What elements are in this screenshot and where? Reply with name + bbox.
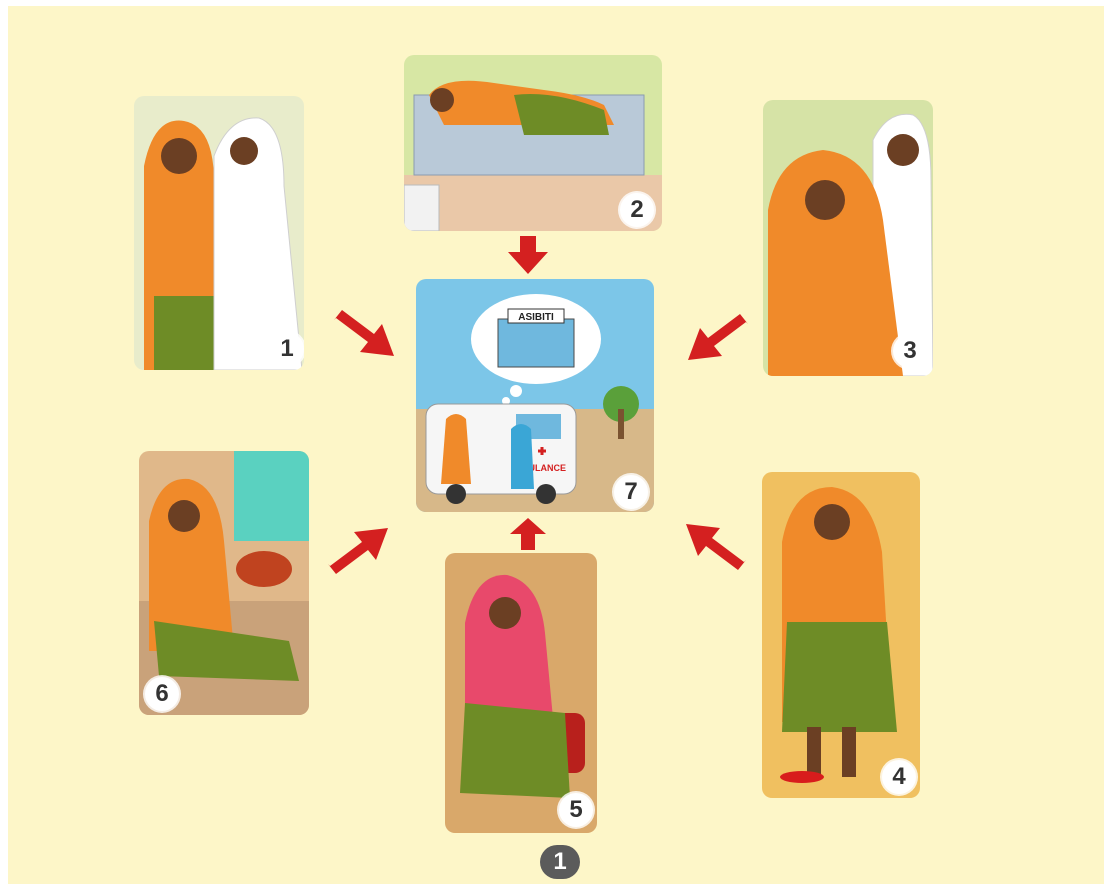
- panel-7-ambulance-to-hospital: ASIBITI BULANCE 7: [416, 279, 654, 512]
- panel-5-illustration: [445, 553, 597, 833]
- panel-number-3: 3: [893, 334, 927, 368]
- panel-6-illustration: [139, 451, 309, 715]
- arrow-from-1: [334, 308, 396, 358]
- panel-7-illustration: ASIBITI BULANCE: [416, 279, 654, 512]
- arrow-from-4: [686, 522, 748, 572]
- panel-number-2: 2: [620, 193, 654, 227]
- page-number-badge: 1: [540, 845, 580, 879]
- illustration-page: 1 2 3: [8, 6, 1104, 884]
- panel-2-hospital-bed: 2: [404, 55, 662, 231]
- panel-4-bleeding: 4: [762, 472, 920, 798]
- panel-5-seated-on-stool: 5: [445, 553, 597, 833]
- arrow-from-2: [508, 236, 548, 274]
- arrow-from-3: [686, 312, 748, 362]
- hospital-sign: ASIBITI: [518, 312, 554, 323]
- panel-1-eye-drops: 1: [134, 96, 304, 370]
- panel-6-sitting-on-mat: 6: [139, 451, 309, 715]
- panel-number-4: 4: [882, 760, 916, 794]
- panel-number-5: 5: [559, 793, 593, 827]
- panel-1-illustration: [134, 96, 304, 370]
- panel-number-6: 6: [145, 677, 179, 711]
- arrow-from-6: [326, 526, 388, 576]
- panel-4-illustration: [762, 472, 920, 798]
- arrow-from-5: [510, 518, 546, 550]
- panel-3-headache: 3: [763, 100, 933, 376]
- panel-number-7: 7: [614, 475, 648, 509]
- panel-number-1: 1: [270, 332, 304, 366]
